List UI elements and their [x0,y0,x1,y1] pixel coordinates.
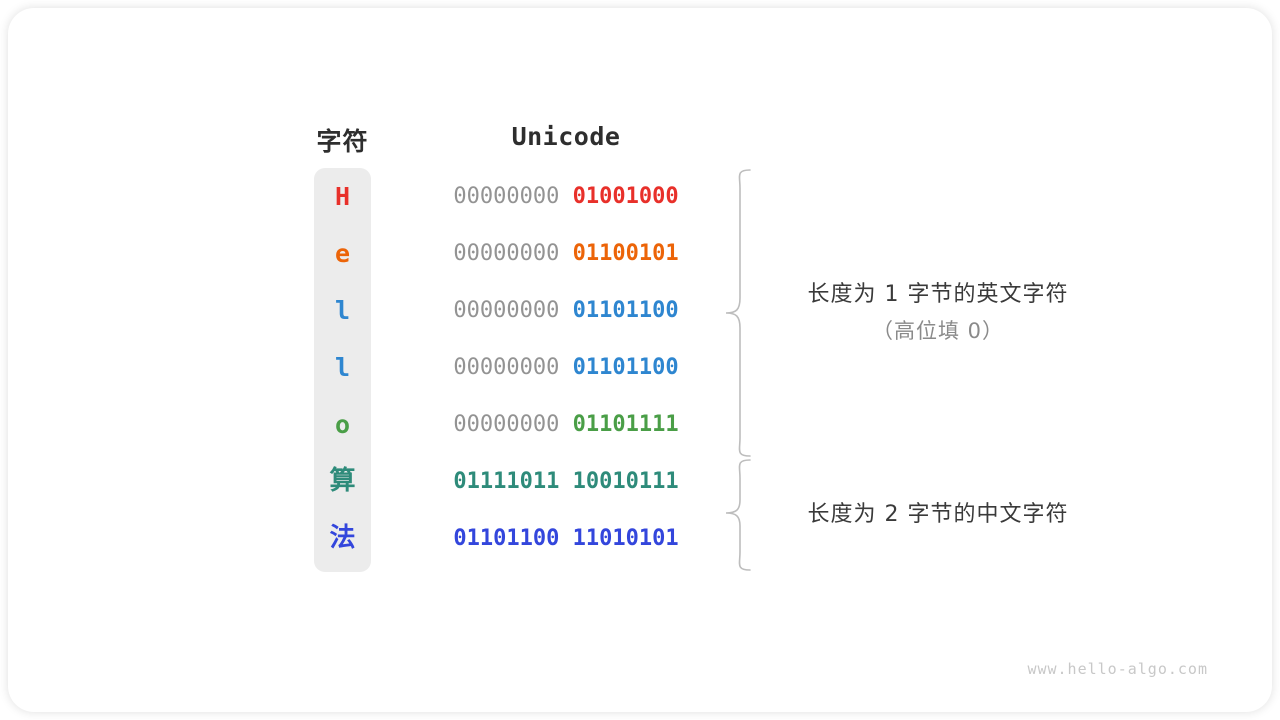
annotation-english-sub: （高位填 0） [871,319,1005,343]
row-binary-low-byte: 01100101 [572,241,679,266]
row-character: o [334,410,351,439]
row-binary: 00000000 01001000 [440,168,692,225]
encoding-row: 算 01111011 10010111 [8,453,1272,510]
encoding-row: e 00000000 01100101 [8,225,1272,282]
annotation-chinese-main: 长度为 2 字节的中文字符 [807,502,1069,527]
row-binary-low-byte: 01101100 [572,298,679,323]
row-binary: 01101100 11010101 [440,510,692,567]
row-binary-high-byte: 00000000 [453,241,560,266]
diagram-card: 字符 Unicode H 00000000 01001000 e 00000000 0… [8,8,1272,712]
encoding-row: l 00000000 01101100 [8,282,1272,339]
row-character: l [334,353,351,382]
column-header-char: 字符 [316,128,369,156]
annotation-english: 长度为 1 字节的英文字符 （高位填 0） [768,276,1108,345]
row-binary-low-byte: 01001000 [572,184,679,209]
row-binary: 00000000 01100101 [440,225,692,282]
encoding-row-list: H 00000000 01001000 e 00000000 01100101 l 000… [8,168,1272,567]
row-character: l [334,296,351,325]
encoding-row: o 00000000 01101111 [8,396,1272,453]
row-binary-low-byte: 11010101 [572,526,679,551]
character-column-background [314,168,371,572]
row-character: H [334,182,351,211]
encoding-row: 法 01101100 11010101 [8,510,1272,567]
row-character: 法 [329,523,356,553]
row-binary-high-byte: 00000000 [453,184,560,209]
watermark: www.hello-algo.com [1027,660,1208,678]
row-binary: 00000000 01101111 [440,396,692,453]
row-binary: 00000000 01101100 [440,339,692,396]
row-binary-high-byte: 00000000 [453,412,560,437]
annotation-chinese: 长度为 2 字节的中文字符 [768,496,1108,528]
row-binary: 01111011 10010111 [440,453,692,510]
annotation-english-main: 长度为 1 字节的英文字符 [807,282,1069,307]
row-binary-high-byte: 01111011 [453,469,560,494]
row-binary-high-byte: 00000000 [453,355,560,380]
column-header-unicode: Unicode [511,122,621,151]
encoding-row: H 00000000 01001000 [8,168,1272,225]
row-binary-high-byte: 00000000 [453,298,560,323]
row-binary-low-byte: 01101100 [572,355,679,380]
row-binary: 00000000 01101100 [440,282,692,339]
row-character: 算 [329,466,356,496]
encoding-row: l 00000000 01101100 [8,339,1272,396]
row-binary-low-byte: 10010111 [572,469,679,494]
row-binary-high-byte: 01101100 [453,526,560,551]
row-binary-low-byte: 01101111 [572,412,679,437]
row-character: e [334,239,351,268]
